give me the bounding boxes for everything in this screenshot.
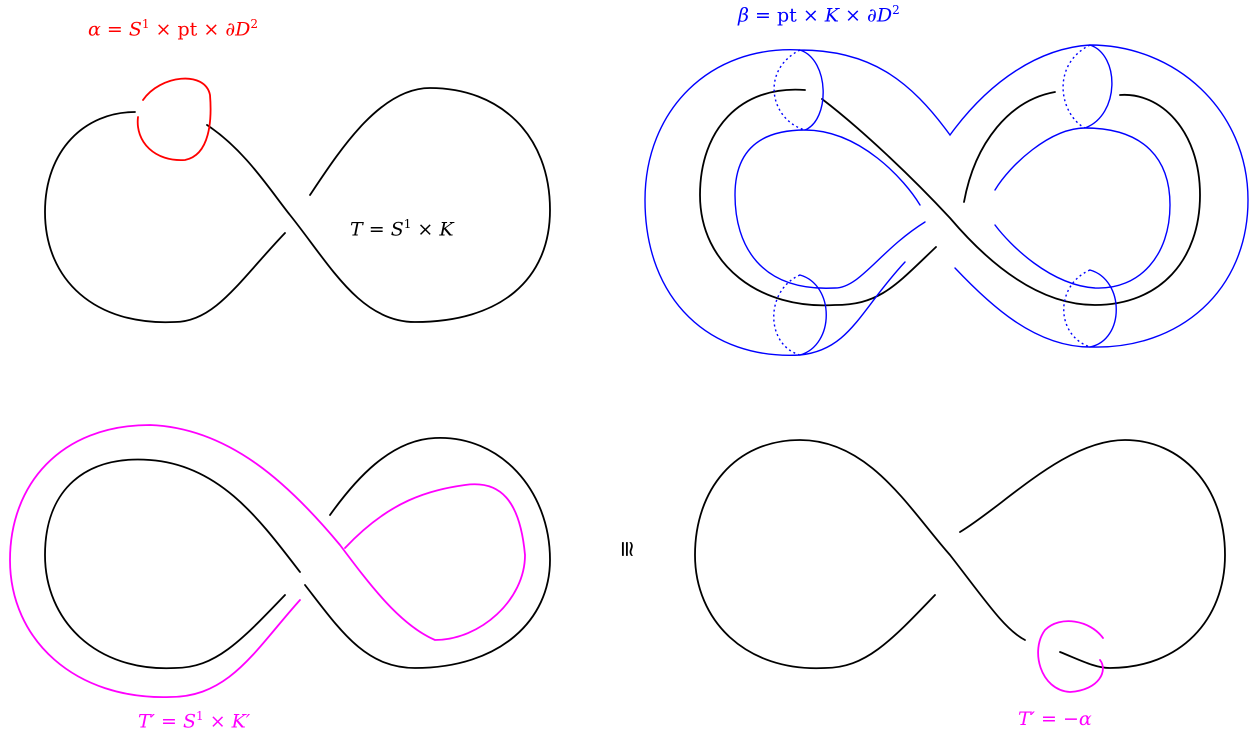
beta-meridian-disks (773, 44, 1117, 356)
knot-top-right (699, 88, 1201, 307)
alpha-meridian (136, 77, 212, 161)
torus-prime-neg-alpha-label: T′ = −α (1018, 708, 1092, 730)
knot-top-left (44, 87, 551, 324)
alpha-label: α = S1 × pt × ∂D2 (88, 17, 259, 41)
beta-torus-outer (644, 44, 1249, 356)
k-prime-curve (9, 424, 526, 698)
knot-bottom-right (694, 439, 1226, 669)
knot-bottom-left (44, 437, 551, 669)
neg-alpha-meridian (1037, 620, 1104, 693)
beta-torus-inner (734, 127, 1171, 289)
torus-prime-label: T′ = S1 × K′ (138, 709, 251, 733)
torus-label: T = S1 × K (350, 217, 454, 241)
beta-label: β = pt × K × ∂D2 (738, 3, 900, 27)
